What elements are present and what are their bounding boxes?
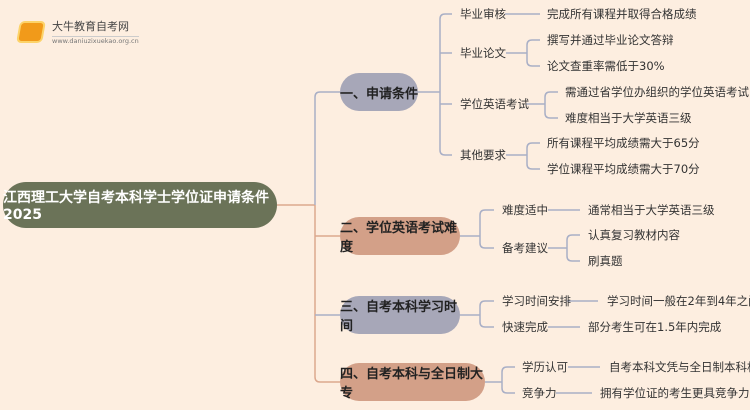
leaf: 自考本科文凭与全日制本科相同 [609,360,750,374]
subtopic: 其他要求 [460,148,506,162]
logo-title: 大牛教育自考网 [52,20,129,33]
subtopic: 毕业论文 [460,46,506,60]
branch-vs-fulltime: 四、自考本科与全日制大专 [340,363,485,401]
subtopic: 快速完成 [502,320,548,334]
leaf: 通常相当于大学英语三级 [588,203,715,217]
leaf: 拥有学位证的考生更具竞争力 [600,386,750,400]
root-node: 江西理工大学自考本科学士学位证申请条件2025 [3,182,277,228]
leaf: 学位课程平均成绩需大于70分 [547,162,700,176]
subtopic: 难度适中 [502,203,548,217]
book-icon [18,22,44,41]
leaf: 需通过省学位办组织的学位英语考试 [565,85,749,99]
leaf: 所有课程平均成绩需大于65分 [547,136,700,150]
subtopic: 学习时间安排 [502,294,571,308]
leaf: 认真复习教材内容 [588,228,680,242]
branch-study-time: 三、自考本科学习时间 [340,296,460,334]
subtopic: 竞争力 [522,386,557,400]
subtopic: 备考建议 [502,241,548,255]
leaf: 刷真题 [588,254,623,268]
leaf: 完成所有课程并取得合格成绩 [547,7,697,21]
leaf: 学习时间一般在2年到4年之间 [607,294,750,308]
leaf: 论文查重率需低于30% [547,59,665,73]
leaf: 撰写并通过毕业论文答辩 [547,33,674,47]
leaf: 部分考生可在1.5年内完成 [588,320,722,334]
branch-english-difficulty: 二、学位英语考试难度 [340,217,460,255]
subtopic: 学历认可 [522,360,568,374]
branch-application-conditions: 一、申请条件 [340,73,418,111]
site-logo[interactable]: 大牛教育自考网 www.daniuzixuekao.org.cn [18,18,139,45]
logo-url: www.daniuzixuekao.org.cn [52,36,139,45]
subtopic: 学位英语考试 [460,97,529,111]
subtopic: 毕业审核 [460,7,506,21]
leaf: 难度相当于大学英语三级 [565,111,692,125]
